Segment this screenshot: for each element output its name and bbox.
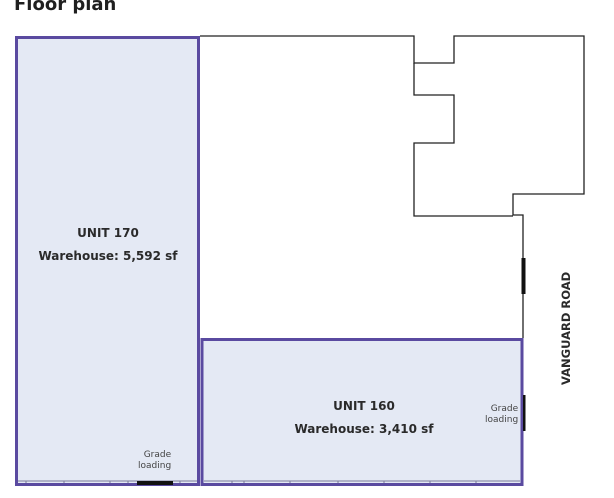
page-title: Floor plan bbox=[14, 0, 117, 15]
unit-170-label: UNIT 170 Warehouse: 5,592 sf bbox=[30, 226, 186, 263]
unit-170-area[interactable] bbox=[15, 36, 200, 486]
unit-170-name: UNIT 170 bbox=[77, 226, 139, 240]
door-unit-170-grade-loading bbox=[137, 481, 173, 485]
door-unit-160-grade-loading bbox=[523, 395, 526, 431]
unit-160-area[interactable] bbox=[200, 338, 524, 486]
building-outline-notch bbox=[413, 63, 513, 217]
unit-160-area-text: Warehouse: 3,410 sf bbox=[294, 422, 434, 436]
unit-170-area-text: Warehouse: 5,592 sf bbox=[38, 249, 178, 263]
unit-170-grade-loading-label: Grade loading bbox=[137, 450, 173, 472]
unit-160-name: UNIT 160 bbox=[333, 399, 395, 413]
unit-160-grade-loading-label: Grade loading bbox=[484, 404, 520, 426]
door-east-wall bbox=[521, 258, 526, 294]
building-outline bbox=[200, 35, 585, 338]
street-label: VANGUARD ROAD bbox=[559, 271, 573, 385]
unit-160-label: UNIT 160 Warehouse: 3,410 sf bbox=[284, 399, 444, 436]
